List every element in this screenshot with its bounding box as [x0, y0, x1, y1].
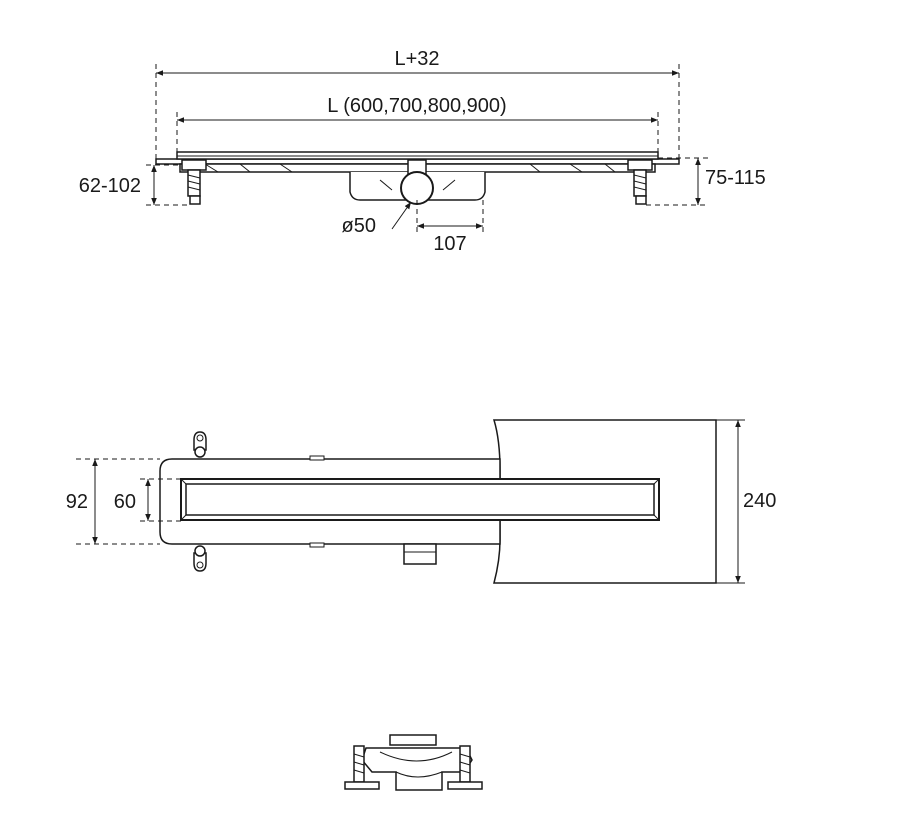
left-height-label: 62-102 [79, 175, 141, 197]
outlet-pipe [400, 171, 434, 205]
front-view: L+32 L (600,700,800,900) [79, 48, 766, 255]
side-right-foot [447, 745, 483, 790]
outlet-diameter-label: ø50 [342, 215, 376, 237]
right-height-label: 75-115 [705, 167, 766, 189]
side-left-foot [344, 745, 380, 790]
tile-width-label: 240 [743, 490, 776, 512]
outlet-offset-label: 107 [433, 233, 466, 255]
drain-channel-front [155, 151, 680, 205]
outlet-diameter-leader [391, 201, 412, 230]
overall-length-label: L+32 [394, 48, 439, 70]
top-mounting-bracket [193, 431, 207, 460]
side-view [344, 734, 483, 791]
length-label: L (600,700,800,900) [327, 95, 506, 117]
left-foot [181, 159, 207, 205]
bottom-mounting-bracket [193, 545, 207, 572]
inner-width-label: 60 [114, 491, 136, 513]
outer-width-label: 92 [66, 491, 88, 513]
right-foot [627, 159, 653, 205]
plan-view: 240 92 [66, 419, 776, 584]
